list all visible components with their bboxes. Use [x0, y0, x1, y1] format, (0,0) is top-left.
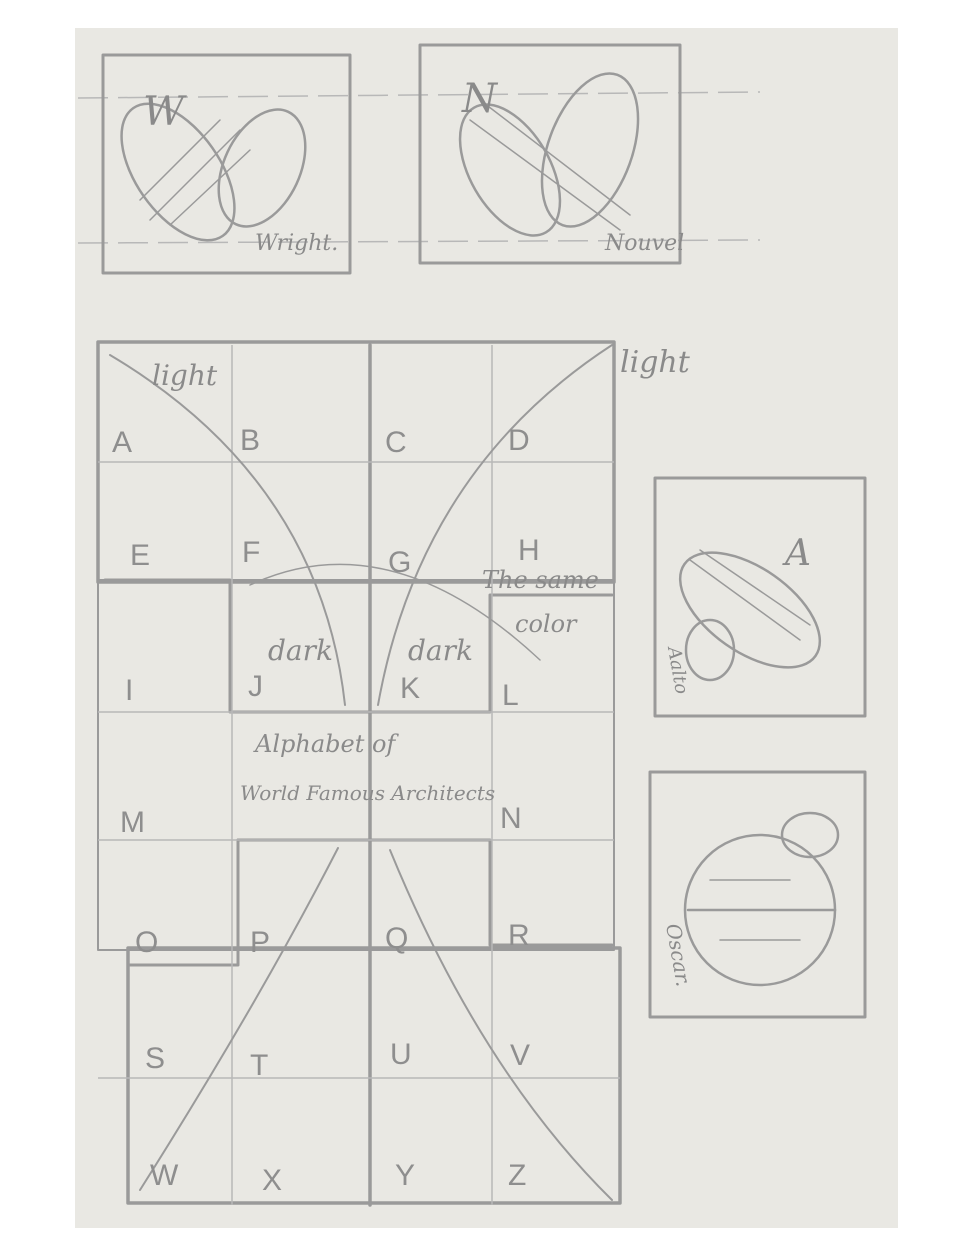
thumbnail-oscar	[648, 770, 867, 1019]
thumbnail-aalto	[653, 476, 867, 718]
grid-letter-f: F	[242, 536, 260, 569]
thumbnail-labels: W Wright. N Nouvel A Aalto Oscar.	[143, 76, 811, 988]
grid-letter-o: O	[135, 926, 158, 959]
sketch-photo	[75, 28, 898, 1228]
grid-letter-labels: A B C D E F G H I J K L M N O P Q R S T …	[112, 424, 540, 1197]
thumbnail-nouvel-letter: N	[461, 76, 499, 122]
annotation-same-color-2: color	[515, 610, 578, 638]
grid-letter-l: L	[502, 679, 519, 712]
grid-letter-h: H	[518, 534, 540, 567]
grid-letter-k: K	[400, 672, 420, 705]
grid-letter-m: M	[120, 806, 145, 839]
thumbnail-wright-caption: Wright.	[255, 231, 338, 256]
grid-letter-x: X	[262, 1164, 282, 1197]
thumbnail-aalto-letter: A	[782, 533, 811, 574]
grid-letter-n: N	[500, 802, 522, 835]
grid-letter-j: J	[248, 670, 263, 703]
annotation-dark-left: dark	[268, 634, 333, 667]
thumbnail-wright	[101, 53, 352, 275]
grid-letter-t: T	[250, 1049, 268, 1082]
thumbnail-oscar-caption: Oscar.	[661, 922, 696, 989]
grid-letter-y: Y	[395, 1159, 415, 1192]
grid-letter-i: I	[125, 674, 133, 707]
grid-letter-r: R	[508, 919, 530, 952]
grid-letter-b: B	[240, 424, 260, 457]
annotations: light light dark dark The same color Alp…	[152, 345, 691, 805]
grid-letter-w: W	[150, 1159, 179, 1192]
thumbnail-nouvel	[418, 43, 682, 265]
grid-letter-a: A	[112, 426, 132, 459]
annotation-light-left: light	[152, 359, 218, 392]
grid-letter-g: G	[388, 546, 411, 579]
title-line-1: Alphabet of	[253, 730, 399, 758]
grid-letter-v: V	[510, 1039, 530, 1072]
grid-letter-z: Z	[508, 1159, 526, 1192]
thumbnail-aalto-caption: Aalto	[663, 643, 692, 696]
grid-letter-e: E	[130, 539, 150, 572]
grid-letter-q: Q	[385, 922, 408, 955]
title-line-2: World Famous Architects	[240, 781, 495, 805]
grid-letter-p: P	[250, 926, 270, 959]
grid-letter-d: D	[508, 424, 530, 457]
grid-letter-u: U	[390, 1038, 412, 1071]
annotation-light-right: light	[620, 345, 691, 380]
thumbnail-nouvel-caption: Nouvel	[604, 231, 684, 256]
grid-letter-s: S	[145, 1042, 165, 1075]
grid-letter-c: C	[385, 426, 407, 459]
alphabet-grid	[96, 340, 622, 1207]
annotation-dark-right: dark	[408, 634, 473, 667]
thumbnail-wright-letter: W	[143, 89, 187, 135]
annotation-same-color-1: The same	[482, 566, 599, 594]
